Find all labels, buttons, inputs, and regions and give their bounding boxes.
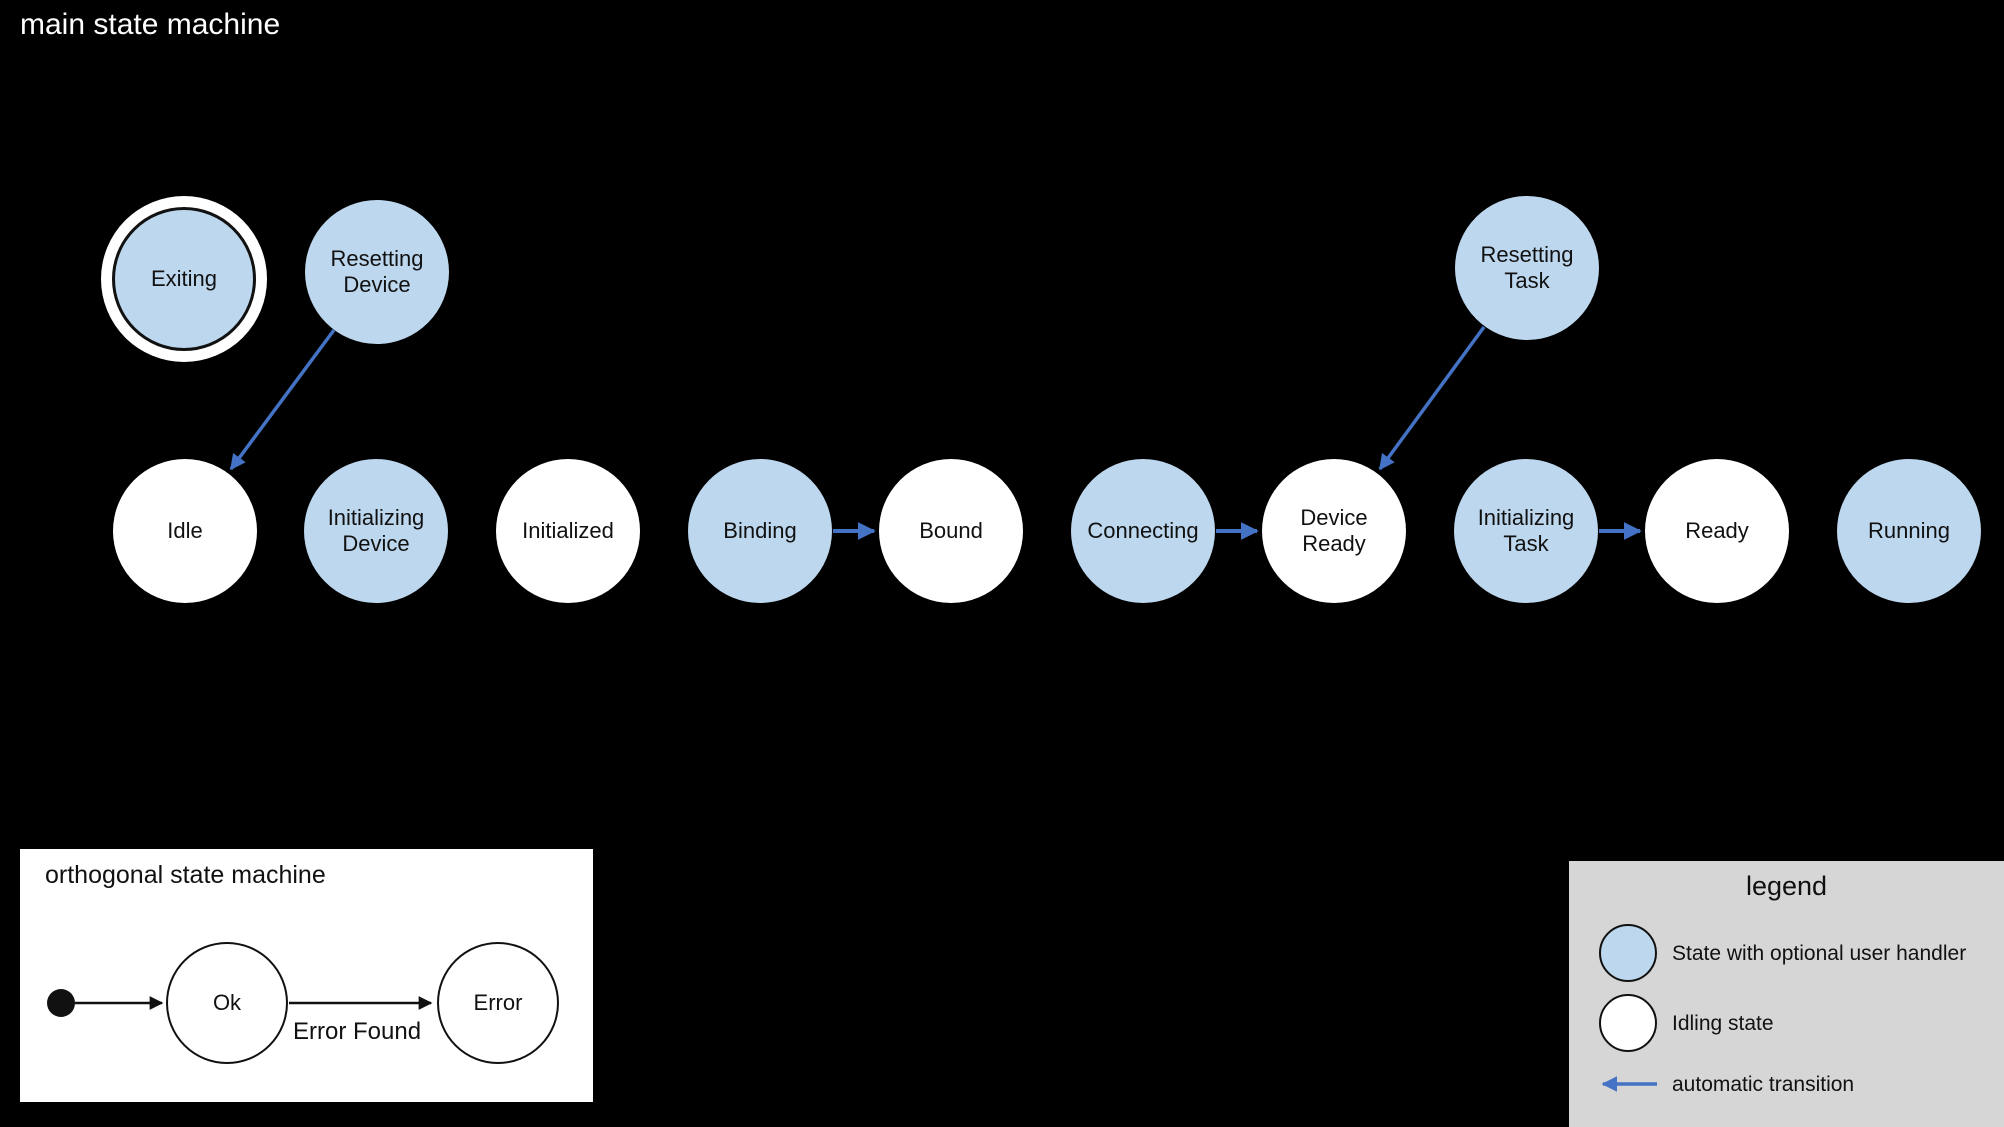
state-ready: Ready <box>1645 459 1789 603</box>
state-label: Ready <box>1685 518 1749 543</box>
idling-state-swatch-icon <box>1599 994 1657 1052</box>
state-exiting: Exiting <box>112 207 256 351</box>
state-initialized: Initialized <box>496 459 640 603</box>
state-label: Binding <box>723 518 797 543</box>
state-label: Error <box>473 990 523 1015</box>
legend-item-label: State with optional user handler <box>1672 942 1967 965</box>
state-error: Error <box>437 942 559 1064</box>
legend-item-label: automatic transition <box>1672 1073 1855 1096</box>
state-initializing-device: Initializing Device <box>304 459 448 603</box>
state-label: Device Ready <box>1300 505 1368 556</box>
legend-title: legend <box>1745 871 1828 901</box>
state-idle: Idle <box>113 459 257 603</box>
state-device-ready: Device Ready <box>1262 459 1406 603</box>
legend-panel: legend State with optional user handler … <box>1569 861 2004 1127</box>
orthogonal-panel-title: orthogonal state machine <box>45 861 326 889</box>
state-running: Running <box>1837 459 1981 603</box>
legend-item-label: Idling state <box>1672 1012 1774 1035</box>
state-label: Initializing Device <box>327 505 425 556</box>
transition-label-error-found: Error Found <box>293 1018 422 1045</box>
state-connecting: Connecting <box>1071 459 1215 603</box>
state-label: Idle <box>167 518 203 543</box>
state-label: Ok <box>212 990 242 1015</box>
state-binding: Binding <box>688 459 832 603</box>
state-label: Exiting <box>150 266 218 291</box>
main-diagram-title: main state machine <box>20 8 281 41</box>
state-resetting-task: Resetting Task <box>1455 196 1599 340</box>
state-label: Initialized <box>522 518 614 543</box>
state-label: Resetting Device <box>330 246 424 297</box>
state-bound: Bound <box>879 459 1023 603</box>
state-label: Running <box>1868 518 1950 543</box>
initial-state-dot <box>47 989 75 1017</box>
handler-state-swatch-icon <box>1599 924 1657 982</box>
state-label: Connecting <box>1087 518 1199 543</box>
state-label: Initializing Task <box>1477 505 1575 556</box>
state-ok: Ok <box>166 942 288 1064</box>
state-label: Resetting Task <box>1480 242 1574 293</box>
state-label: Bound <box>919 518 983 543</box>
state-exiting-final-ring: Exiting <box>101 196 267 362</box>
state-initializing-task: Initializing Task <box>1454 459 1598 603</box>
arrow-resetting-device-to-idle <box>229 328 336 471</box>
arrow-resetting-task-to-device-ready <box>1378 325 1486 471</box>
state-resetting-device: Resetting Device <box>305 200 449 344</box>
